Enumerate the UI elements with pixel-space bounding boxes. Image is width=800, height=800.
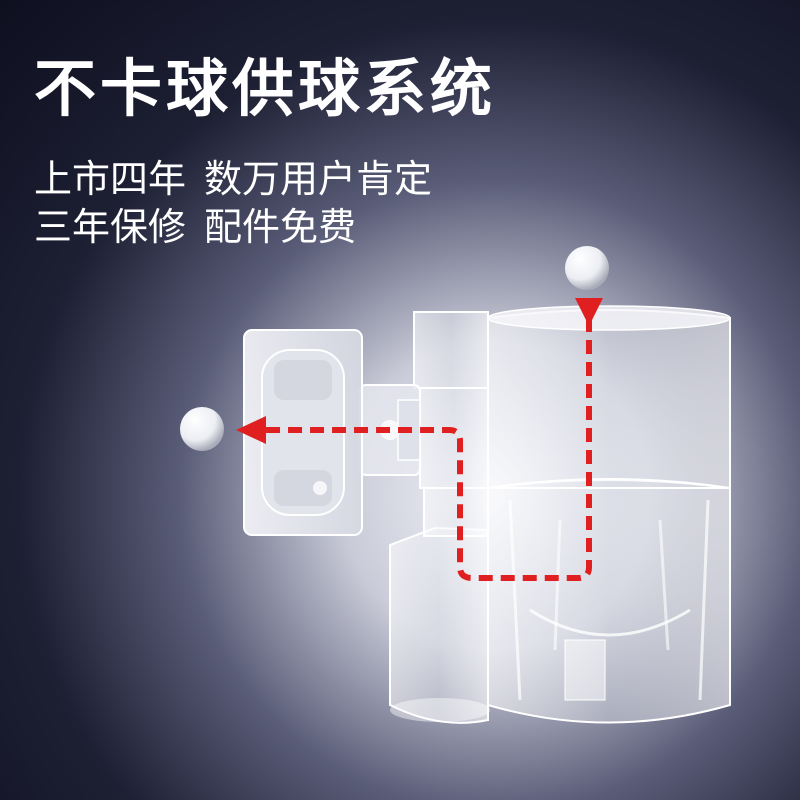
arrow-head-entry <box>575 298 603 326</box>
hopper-tank <box>487 305 731 724</box>
feed-tower <box>413 311 489 537</box>
tagline-line-1: 上市四年数万用户肯定 <box>34 160 432 198</box>
ball-path-arrow <box>236 298 603 581</box>
tagline-listed-years: 上市四年 <box>34 157 187 201</box>
launcher-head <box>243 329 363 536</box>
tagline-user-approval: 数万用户肯定 <box>204 157 433 201</box>
tagline-line-2: 三年保修配件免费 <box>34 208 356 246</box>
tagline-warranty: 三年保修 <box>34 205 187 249</box>
ball-exiting <box>180 407 224 451</box>
tagline-free-parts: 配件免费 <box>204 205 357 249</box>
headline: 不卡球供球系统 <box>34 52 497 125</box>
machine-base <box>389 526 490 724</box>
ball-entering <box>565 246 609 290</box>
arrow-head-exit <box>236 416 266 444</box>
